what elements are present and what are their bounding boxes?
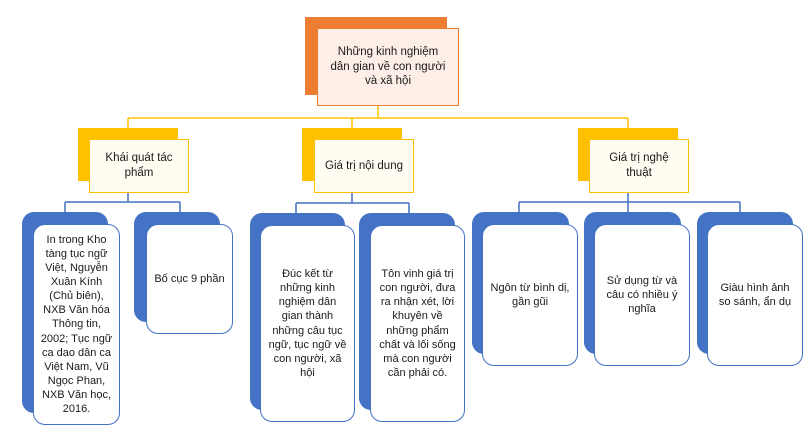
leaf-node-label: Giàu hình ảnh so sánh, ẩn dụ — [718, 281, 792, 308]
branch-node-label: Khái quát tác phẩm — [105, 152, 173, 179]
leaf-node-content-1: Đúc kết từ những kinh nghiệm dân gian th… — [260, 225, 355, 422]
connector-root-to-branches — [127, 106, 629, 128]
connector-branch1-to-leaves — [64, 193, 181, 212]
leaf-node-label: Ngôn từ bình dị, gần gũi — [490, 281, 570, 308]
leaf-node-label: Tôn vinh giá trị con người, đưa ra nhận … — [379, 268, 456, 379]
leaf-node-structure: Bố cục 9 phần — [146, 224, 233, 334]
leaf-node-art-1: Ngôn từ bình dị, gần gũi — [482, 224, 578, 366]
leaf-node-art-3: Giàu hình ảnh so sánh, ẩn dụ — [707, 224, 803, 366]
branch-node-label: Giá trị nội dung — [325, 159, 403, 172]
branch-node-noi-dung: Giá trị nội dung — [314, 139, 414, 193]
branch-node-label: Giá trị nghệ thuật — [609, 152, 669, 179]
root-node: Những kinh nghiệm dân gian về con người … — [317, 28, 459, 106]
connector-branch2-to-leaves — [295, 193, 410, 213]
leaf-node-publication-info: In trong Kho tàng tục ngữ Việt, Nguyễn X… — [33, 224, 120, 425]
leaf-node-label: In trong Kho tàng tục ngữ Việt, Nguyễn X… — [40, 233, 113, 415]
leaf-node-label: Sử dụng từ và câu có nhiều ý nghĩa — [606, 274, 678, 316]
connector-branch3-to-leaves — [518, 193, 741, 212]
leaf-node-art-2: Sử dụng từ và câu có nhiều ý nghĩa — [594, 224, 690, 366]
leaf-node-content-2: Tôn vinh giá trị con người, đưa ra nhận … — [370, 225, 465, 422]
root-node-label: Những kinh nghiệm dân gian về con người … — [330, 46, 446, 88]
branch-node-nghe-thuat: Giá trị nghệ thuật — [589, 139, 689, 193]
branch-node-khai-quat: Khái quát tác phẩm — [89, 139, 189, 193]
leaf-node-label: Đúc kết từ những kinh nghiệm dân gian th… — [268, 268, 347, 379]
leaf-node-label: Bố cục 9 phần — [154, 272, 225, 285]
